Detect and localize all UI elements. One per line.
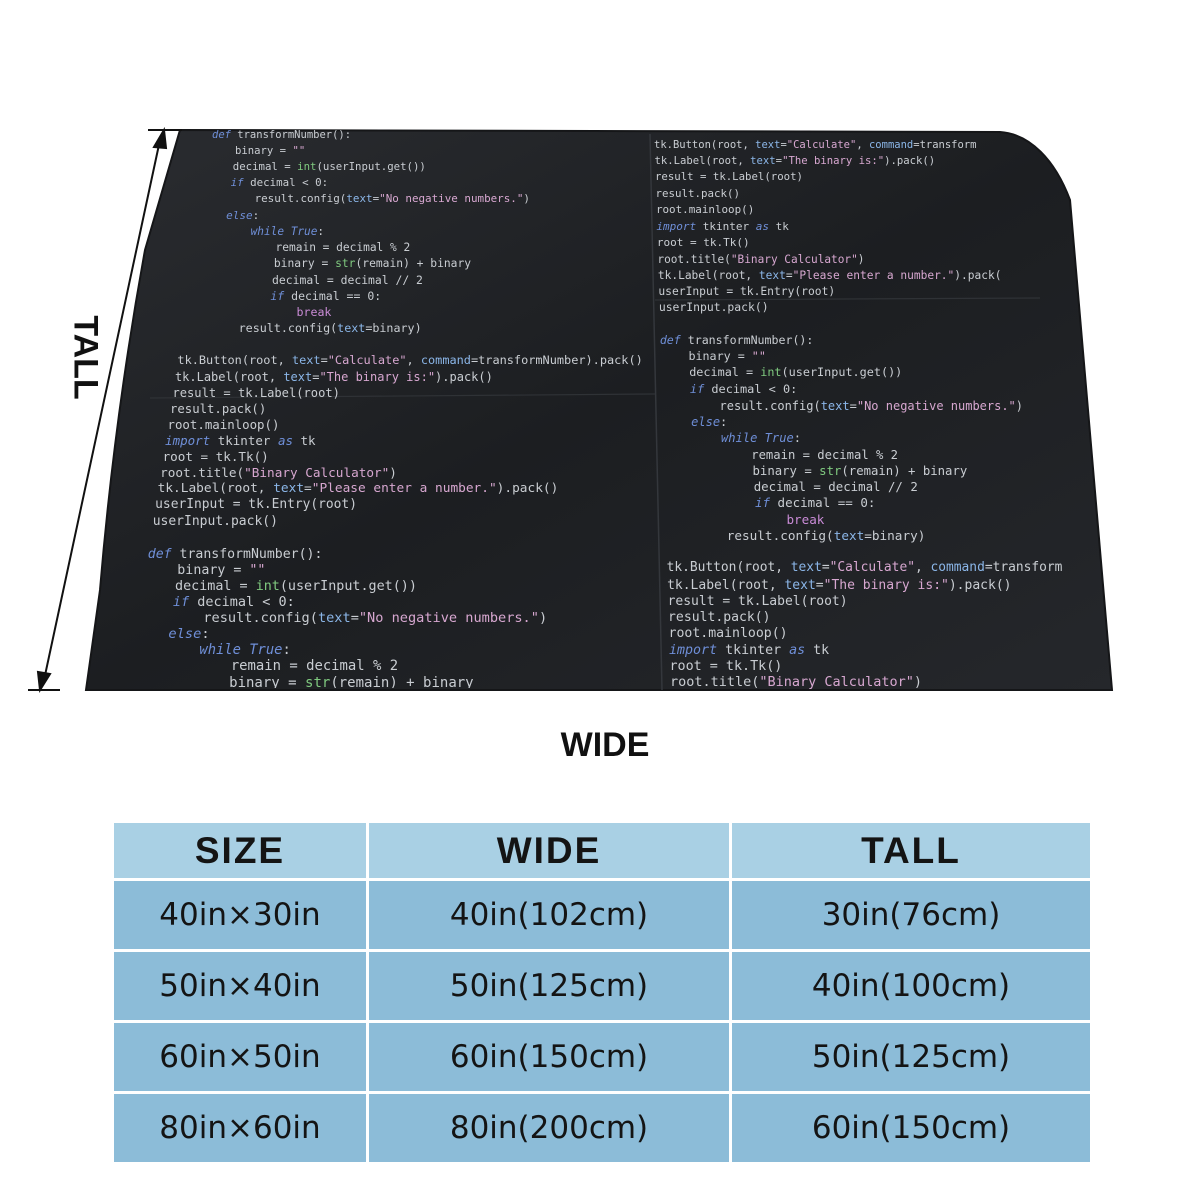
- header-tall: TALL: [732, 823, 1090, 881]
- code-line: while True:: [250, 225, 325, 239]
- cell-size: 50in×40in: [114, 952, 369, 1023]
- code-line: result.config(text="No negative numbers.…: [202, 192, 530, 206]
- code-line: root.mainloop(): [668, 626, 788, 642]
- cell-tall: 40in(100cm): [732, 952, 1090, 1023]
- cell-tall: 30in(76cm): [732, 881, 1090, 952]
- code-line: result.config(text="No negative numbers.…: [137, 609, 548, 626]
- cell-wide: 40in(102cm): [369, 881, 732, 952]
- code-line: break: [296, 304, 332, 319]
- code-line: if decimal < 0:: [172, 593, 295, 610]
- code-line: decimal = int(userInput.get()): [142, 578, 417, 594]
- code-line: import tkinter as tk: [656, 220, 789, 234]
- tall-label: TALL: [66, 315, 105, 400]
- code-line: if decimal < 0:: [689, 381, 798, 396]
- cell-wide: 50in(125cm): [369, 952, 732, 1023]
- code-line: root.mainloop(): [655, 202, 755, 216]
- code-line: binary = "": [145, 562, 266, 578]
- cell-size: 40in×30in: [114, 881, 369, 952]
- code-line: def transformNumber():: [659, 332, 814, 347]
- code-line: binary = str(remain) + binary: [192, 257, 472, 271]
- blanket-fold-line: [654, 297, 1041, 301]
- code-print-left: def transformNumber(): binary = "" decim…: [100, 128, 652, 688]
- cell-size: 60in×50in: [114, 1023, 369, 1094]
- header-size: SIZE: [114, 823, 369, 881]
- code-line: decimal = int(userInput.get()): [660, 365, 903, 380]
- cell-size: 80in×60in: [114, 1094, 369, 1162]
- cell-wide: 60in(150cm): [369, 1023, 732, 1094]
- blanket-fold-line: [149, 393, 656, 399]
- code-line: remain = decimal % 2: [130, 657, 399, 674]
- tall-dimension-arrow: [28, 126, 182, 693]
- code-line: result.pack(): [170, 402, 267, 416]
- code-line: tk.Label(root, text="Please enter a numb…: [657, 268, 1002, 282]
- code-line: root.mainloop(): [167, 417, 280, 433]
- header-wide: WIDE: [369, 823, 732, 881]
- blanket-fold-line: [649, 133, 663, 691]
- code-line: root = tk.Tk(): [656, 236, 750, 250]
- code-line: userInput = tk.Entry(root): [155, 497, 357, 513]
- code-line: tk.Label(root, text="The binary is:").pa…: [654, 155, 936, 168]
- code-line: tk.Label(root, text="The binary is:").pa…: [667, 577, 1012, 593]
- code-line: else:: [168, 625, 210, 642]
- code-line: else:: [691, 415, 728, 430]
- code-line: decimal = decimal // 2: [189, 272, 423, 287]
- code-line: if decimal == 0:: [754, 495, 876, 511]
- code-line: if decimal == 0:: [270, 288, 382, 303]
- blanket-fabric: [84, 128, 1114, 691]
- code-line: else:: [226, 209, 260, 223]
- code-line: result.pack(): [655, 186, 740, 200]
- code-line: root.title("Binary Calculator"): [657, 252, 865, 266]
- code-line: result = tk.Label(root): [172, 385, 340, 400]
- blanket-product-image: def transformNumber(): binary = "" decim…: [28, 126, 1114, 693]
- code-line: import tkinter as tk: [165, 433, 316, 449]
- table-row: 80in×60in 80in(200cm) 60in(150cm): [114, 1094, 1090, 1162]
- table-row: 40in×30in 40in(102cm) 30in(76cm): [114, 881, 1090, 952]
- code-line: def transformNumber():: [147, 546, 323, 562]
- code-line: binary = "": [209, 145, 306, 158]
- table-row: 60in×50in 60in(150cm) 50in(125cm): [114, 1023, 1090, 1094]
- code-line: result.pack(): [668, 610, 771, 626]
- code-line: result.config(text=binary): [182, 320, 422, 335]
- table-header-row: SIZE WIDE TALL: [114, 823, 1090, 881]
- code-line: decimal = int(userInput.get()): [207, 160, 426, 174]
- code-print-right: tk.Button(root, text="Calculate", comman…: [652, 138, 1100, 690]
- code-line: tk.Label(root, text="The binary is:").pa…: [174, 369, 493, 384]
- code-line: import tkinter as tk: [669, 642, 830, 658]
- code-line: root = tk.Tk(): [669, 658, 783, 674]
- code-line: tk.Button(root, text="Calculate", comman…: [654, 139, 977, 151]
- code-line: result.config(text="No negative numbers.…: [661, 398, 1024, 413]
- code-line: binary = str(remain) + binary: [128, 675, 474, 688]
- code-line: result = tk.Label(root): [654, 170, 803, 184]
- code-line: userInput.pack(): [152, 514, 278, 530]
- code-line: userInput.pack(): [658, 300, 769, 315]
- code-line: if decimal < 0:: [230, 176, 329, 190]
- cell-wide: 80in(200cm): [369, 1094, 732, 1162]
- code-line: decimal = decimal // 2: [664, 479, 918, 495]
- code-line: while True:: [720, 431, 802, 446]
- code-line: break: [786, 511, 825, 527]
- code-line: userInput = tk.Entry(root): [658, 285, 836, 299]
- code-line: binary = str(remain) + binary: [663, 463, 968, 478]
- table-row: 50in×40in 50in(125cm) 40in(100cm): [114, 952, 1090, 1023]
- wide-label: WIDE: [560, 726, 650, 764]
- code-line: result = tk.Label(root): [667, 593, 848, 609]
- code-line: tk.Button(root, text="Calculate", comman…: [666, 560, 1063, 576]
- code-line: root.title("Binary Calculator"): [160, 465, 397, 481]
- cell-tall: 50in(125cm): [732, 1023, 1090, 1094]
- code-line: remain = decimal % 2: [663, 447, 899, 462]
- code-line: tk.Label(root, text="Please enter a numb…: [157, 481, 559, 497]
- code-line: remain = decimal % 2: [194, 241, 411, 255]
- code-line: def transformNumber():: [212, 129, 352, 141]
- blanket-shape: [28, 126, 1114, 693]
- cell-tall: 60in(150cm): [732, 1094, 1090, 1162]
- code-line: root = tk.Tk(): [162, 449, 269, 465]
- code-line: while True:: [199, 641, 291, 658]
- code-line: root.title("Binary Calculator"): [670, 674, 922, 690]
- size-chart-table: SIZE WIDE TALL 40in×30in 40in(102cm) 30i…: [114, 823, 1090, 1162]
- code-line: result.config(text=binary): [665, 527, 926, 543]
- code-line: binary = "": [660, 349, 766, 364]
- code-line: tk.Button(root, text="Calculate", comman…: [177, 352, 643, 367]
